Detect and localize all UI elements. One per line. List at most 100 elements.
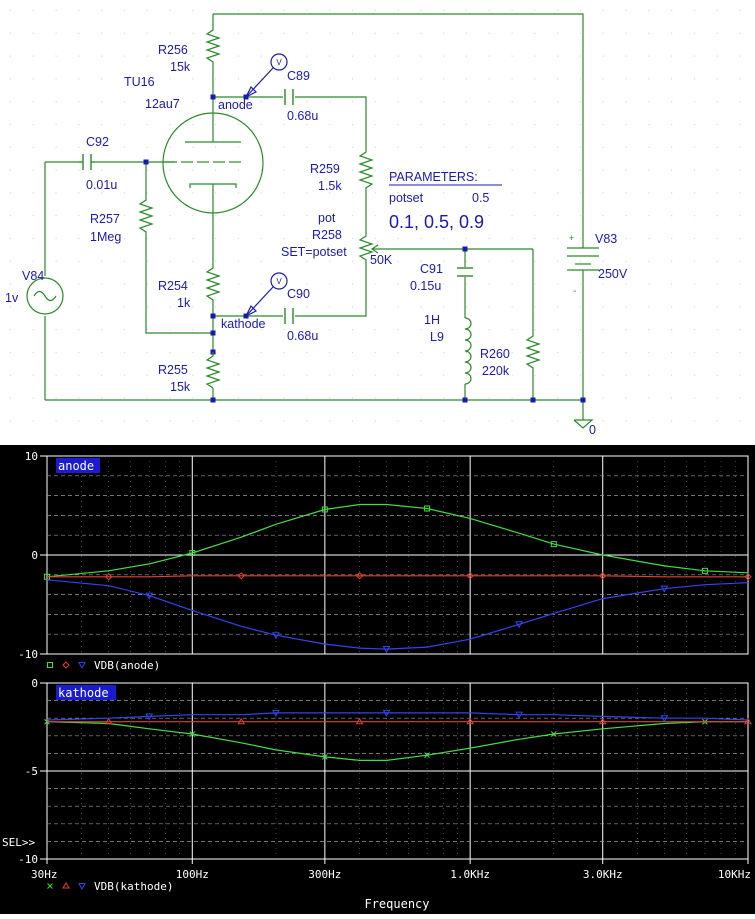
series-line-1 xyxy=(46,503,749,578)
r259-symbol xyxy=(358,146,374,194)
plot-title: anode xyxy=(56,458,100,473)
y-tick-label: 10 xyxy=(25,450,38,463)
v84-ref: V84 xyxy=(22,269,44,283)
triangle-marker xyxy=(382,646,391,654)
tube-type: 12au7 xyxy=(145,97,180,111)
square-marker xyxy=(47,662,53,668)
x-tick-label: 300Hz xyxy=(308,868,341,881)
triangle-up-marker xyxy=(62,882,70,889)
r260-ref: R260 xyxy=(480,347,510,361)
v83-plus-sign: + xyxy=(569,233,574,243)
triangle-marker xyxy=(145,713,154,721)
y-tick-label: -5 xyxy=(25,765,38,778)
diamond-marker xyxy=(744,573,752,581)
legend: VDB(kathode) xyxy=(47,880,173,893)
r254-value: 1k xyxy=(177,296,191,310)
triangle-marker xyxy=(660,715,669,723)
triangle-up-marker xyxy=(104,717,113,725)
y-tick-label: -10 xyxy=(18,648,38,661)
ground-icon xyxy=(573,419,594,429)
plot-title-highlight xyxy=(56,685,116,700)
r258-set: SET=potset xyxy=(281,245,347,259)
ground-net-label: 0 xyxy=(589,423,596,437)
net-anode-label: anode xyxy=(218,98,253,112)
series-line-1 xyxy=(46,721,748,761)
probe-marker-label: V xyxy=(276,277,282,286)
parameters-block[interactable]: PARAMETERS: potset 0.5 0.1, 0.5, 0.9 xyxy=(389,170,502,232)
square-marker xyxy=(550,541,557,548)
c90-ref: C90 xyxy=(287,287,310,301)
v83-value: 250V xyxy=(598,267,628,281)
l9-ref: L9 xyxy=(430,330,444,344)
parameter-value: 0.5 xyxy=(472,191,489,205)
r260-value: 220k xyxy=(482,364,510,378)
series-line-3 xyxy=(46,712,749,721)
x-tick-label: 30Hz xyxy=(31,868,58,881)
triangle-up-marker xyxy=(355,717,364,725)
triangle-up-marker xyxy=(466,717,475,725)
tube-symbol xyxy=(162,112,264,214)
triangle-marker xyxy=(78,883,86,891)
parameters-title: PARAMETERS: xyxy=(389,170,478,184)
x-tick-label: 100Hz xyxy=(176,868,209,881)
v83-source-symbol xyxy=(567,228,599,276)
square-marker xyxy=(321,506,328,513)
series-line-2 xyxy=(47,575,748,578)
diamond-marker xyxy=(104,573,113,581)
y-tick-label: 0 xyxy=(31,677,38,690)
voltage-probe-kathode-icon[interactable]: V xyxy=(244,272,288,318)
x-tick-label: 1.0KHz xyxy=(450,868,490,881)
r257-symbol xyxy=(138,196,154,236)
v83-minus-sign: - xyxy=(573,286,576,297)
square-marker xyxy=(424,505,431,512)
net-kathode-label: kathode xyxy=(221,317,266,331)
triangle-marker xyxy=(515,621,523,629)
r259-value: 1.5k xyxy=(318,179,342,193)
r257-ref: R257 xyxy=(90,212,120,226)
c90-symbol xyxy=(284,308,294,324)
probe-marker-label: V xyxy=(276,58,282,67)
r256-value: 15k xyxy=(170,60,191,74)
c90-value: 0.68u xyxy=(287,329,318,343)
c91-symbol xyxy=(457,267,473,277)
plot-title-text: kathode xyxy=(58,686,109,700)
tube-ref: TU16 xyxy=(124,75,155,89)
legend-label: VDB(kathode) xyxy=(94,880,173,893)
r257-value: 1Meg xyxy=(90,230,121,244)
parameter-sweep-values: 0.1, 0.5, 0.9 xyxy=(389,212,484,232)
v84-value: 1v xyxy=(5,291,19,305)
legend: VDB(anode) xyxy=(47,659,160,672)
sel-indicator: SEL>> xyxy=(2,836,35,849)
triangle-marker xyxy=(515,711,523,719)
square-marker xyxy=(189,550,196,557)
resistors xyxy=(138,26,541,389)
r256-ref: R256 xyxy=(158,43,188,57)
legend-label: VDB(anode) xyxy=(94,659,160,672)
r255-symbol xyxy=(205,352,221,389)
triangle-up-marker xyxy=(237,717,246,725)
r258-type: pot xyxy=(318,211,336,225)
diamond-marker xyxy=(237,572,245,580)
voltage-probe-anode-icon[interactable]: V xyxy=(244,53,288,99)
triangle-up-marker xyxy=(598,717,607,725)
diamond-marker xyxy=(466,572,474,580)
schematic-area: + - V V R256 15k TU16 12au7 anode C89 xyxy=(0,0,755,445)
diamond-marker xyxy=(62,661,70,669)
r258-value: 50K xyxy=(370,253,393,267)
r258-wiper-arrow xyxy=(370,244,379,254)
x-axis-label: Frequency xyxy=(364,897,429,911)
triangle-marker xyxy=(272,632,280,640)
r254-ref: R254 xyxy=(158,279,188,293)
plot-title-highlight xyxy=(56,458,100,473)
square-marker xyxy=(701,567,708,574)
capacitors xyxy=(79,89,473,324)
c91-ref: C91 xyxy=(420,262,443,276)
triangle-marker xyxy=(272,709,280,717)
c89-ref: C89 xyxy=(287,69,310,83)
r254-symbol xyxy=(205,264,221,304)
